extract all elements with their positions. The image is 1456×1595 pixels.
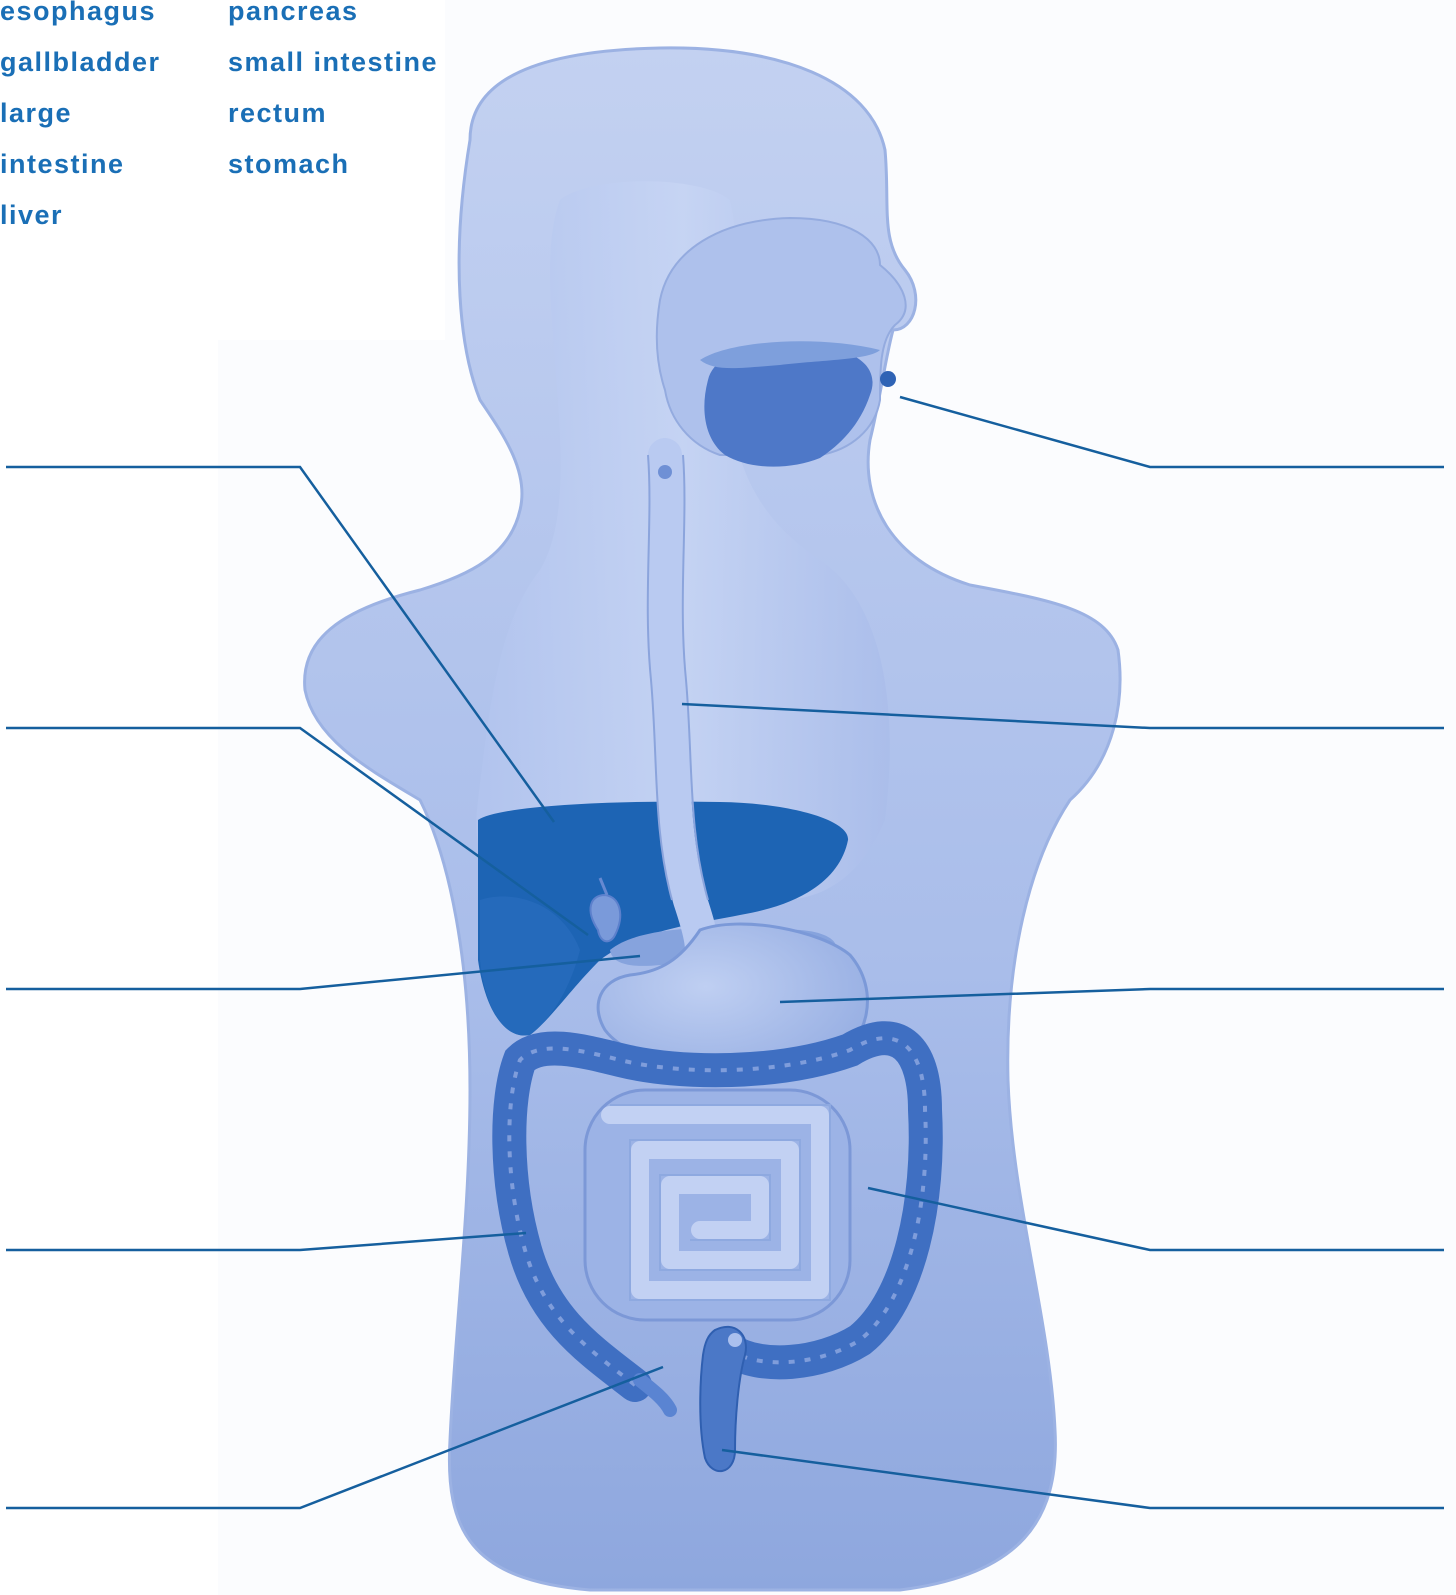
word-liver: liver xyxy=(0,190,161,241)
word-pancreas: pancreas xyxy=(228,0,438,37)
word-gallbladder: gallbladder xyxy=(0,37,161,88)
word-bank-column-2: pancreas small intestine rectum stomach xyxy=(228,0,438,190)
lips xyxy=(880,371,896,387)
word-intestine: intestine xyxy=(0,139,161,190)
word-bank: esophagus gallbladder large intestine li… xyxy=(0,0,445,340)
word-large: large xyxy=(0,88,161,139)
rectum-highlight xyxy=(728,1333,742,1347)
word-bank-column-1: esophagus gallbladder large intestine li… xyxy=(0,0,161,241)
word-esophagus: esophagus xyxy=(0,0,161,37)
word-rectum: rectum xyxy=(228,88,438,139)
word-small-intestine: small intestine xyxy=(228,37,438,88)
word-stomach: stomach xyxy=(228,139,438,190)
epiglottis xyxy=(658,465,672,479)
